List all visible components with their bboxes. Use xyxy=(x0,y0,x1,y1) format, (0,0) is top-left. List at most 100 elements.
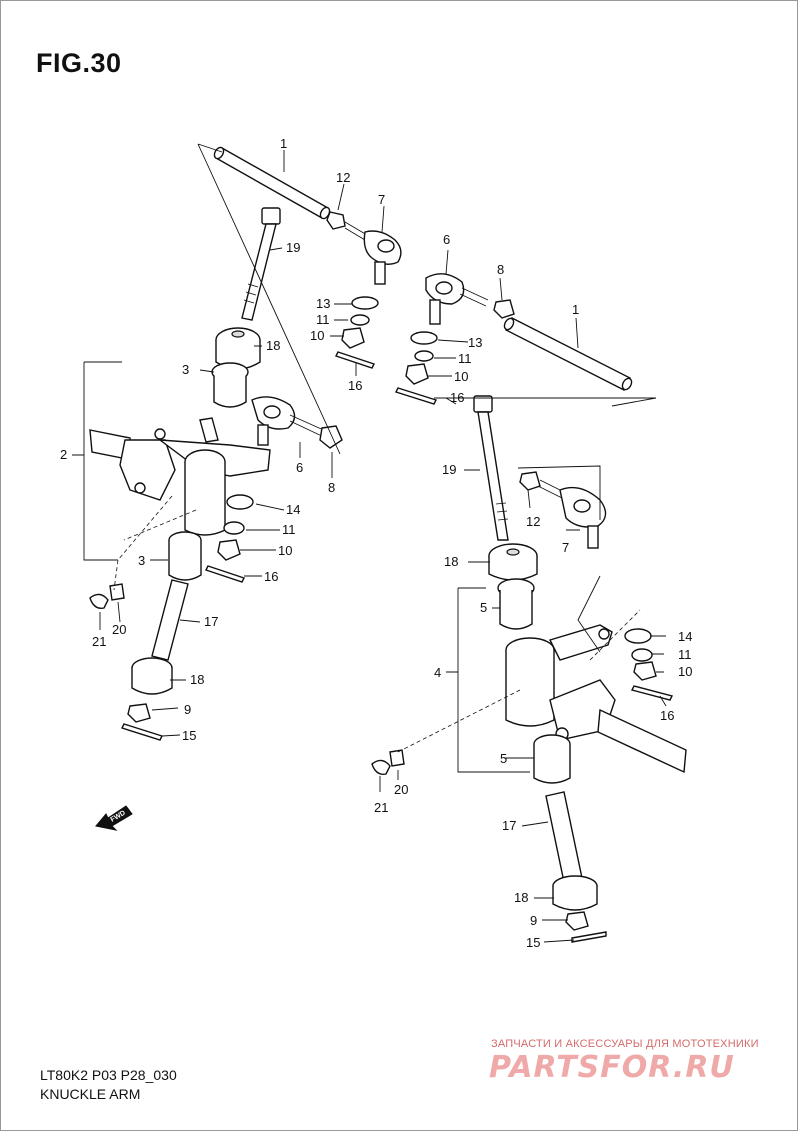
watermark-logo: PARTSFOR.RU xyxy=(489,1050,735,1085)
callout-12-right: 12 xyxy=(526,514,540,529)
bushing-18-upper-left xyxy=(215,327,261,370)
callout-18b-right: 18 xyxy=(514,890,528,905)
bushing-18-lower-right xyxy=(552,875,598,911)
diagram-code: LT80K2 P03 P28_030 xyxy=(40,1067,177,1083)
tie-rod-end-6-left xyxy=(251,396,329,446)
tie-rod-left xyxy=(213,146,331,220)
callout-3-left: 3 xyxy=(182,362,189,377)
callout-10-right: 10 xyxy=(454,369,468,384)
figure-title: FIG.30 xyxy=(36,48,122,78)
bushing-3-lower-left xyxy=(168,531,202,581)
callout-10-left: 10 xyxy=(310,328,324,343)
cotter-pin-16b-right xyxy=(630,685,674,701)
tie-rod-right xyxy=(503,317,633,391)
callout-11-left: 11 xyxy=(316,312,330,327)
callout-21-right: 21 xyxy=(374,800,388,815)
callout-13-right: 13 xyxy=(468,335,482,350)
callout-20-left: 20 xyxy=(112,622,126,637)
bolt-19-right xyxy=(473,395,509,541)
nut-8-right xyxy=(493,299,515,319)
callout-6-right: 6 xyxy=(443,232,450,247)
bolt-19-left xyxy=(241,207,281,321)
cap-21-right xyxy=(371,759,391,775)
nut-10b-left xyxy=(217,539,241,561)
callout-11b-right: 11 xyxy=(678,647,692,662)
callout-19-left: 19 xyxy=(286,240,300,255)
callout-3b-left: 3 xyxy=(138,553,145,568)
nut-10b-right xyxy=(633,661,657,681)
callout-14-left: 14 xyxy=(286,502,300,517)
callout-8-left: 8 xyxy=(328,480,335,495)
fwd-arrow-icon: FWD xyxy=(95,805,133,831)
washer-11b-right xyxy=(631,648,653,662)
callout-7-left: 7 xyxy=(378,192,385,207)
callout-11b-left: 11 xyxy=(282,522,296,537)
callout-17-left: 17 xyxy=(204,614,218,629)
diagram-name: KNUCKLE ARM xyxy=(40,1086,141,1102)
nut-12-right xyxy=(519,471,541,491)
washer-13-left xyxy=(351,296,379,310)
watermark-text: ЗАПЧАСТИ И АКСЕССУАРЫ ДЛЯ МОТОТЕХНИКИ xyxy=(491,1038,759,1050)
callout-21-left: 21 xyxy=(92,634,106,649)
callout-18b-left: 18 xyxy=(190,672,204,687)
callout-1-left: 1 xyxy=(280,136,287,151)
nut-10-left xyxy=(341,327,365,349)
callout-labels: 1 12 7 19 13 11 10 16 18 3 2 6 8 14 11 1… xyxy=(60,136,692,950)
callout-9-right: 9 xyxy=(530,913,537,928)
tie-rod-end-7-left xyxy=(344,221,402,285)
callout-4-right: 4 xyxy=(434,665,441,680)
callout-18-left: 18 xyxy=(266,338,280,353)
bushing-3-upper-left xyxy=(211,362,249,408)
callout-18-right: 18 xyxy=(444,554,458,569)
nut-10-right xyxy=(405,363,429,385)
bushing-18-upper-right xyxy=(488,543,538,581)
cotter-pin-15-right xyxy=(571,931,607,943)
washer-11-right xyxy=(414,350,434,362)
washer-13-right xyxy=(410,331,438,345)
callout-20-right: 20 xyxy=(394,782,408,797)
callout-17-right: 17 xyxy=(502,818,516,833)
callout-16-right: 16 xyxy=(450,390,464,405)
callout-15-right: 15 xyxy=(526,935,540,950)
bushing-5-lower-right xyxy=(533,734,571,784)
callout-11-right: 11 xyxy=(458,351,472,366)
nut-9-left xyxy=(127,703,151,723)
callout-6-left: 6 xyxy=(296,460,303,475)
callout-5b-right: 5 xyxy=(500,751,507,766)
knuckle-right xyxy=(505,624,687,774)
leader-lines xyxy=(72,143,667,943)
washer-14-left xyxy=(226,494,254,510)
nut-9-right xyxy=(565,911,589,931)
callout-10b-right: 10 xyxy=(678,664,692,679)
grease-nipple-20-right xyxy=(389,749,405,767)
washer-11-left xyxy=(350,314,370,326)
callout-1-right: 1 xyxy=(572,302,579,317)
kingpin-17-right xyxy=(545,791,583,883)
cotter-pin-16b-left xyxy=(205,565,245,583)
bushing-5-upper-right xyxy=(497,578,535,630)
kingpin-17-left xyxy=(151,579,189,661)
callout-10b-left: 10 xyxy=(278,543,292,558)
callout-8-right: 8 xyxy=(497,262,504,277)
callout-15-left: 15 xyxy=(182,728,196,743)
callout-16b-left: 16 xyxy=(264,569,278,584)
tie-rod-end-6-right xyxy=(425,273,489,325)
callout-13-left: 13 xyxy=(316,296,330,311)
cotter-pin-15-left xyxy=(121,723,163,741)
knuckle-left xyxy=(89,417,271,536)
callout-16-left: 16 xyxy=(348,378,362,393)
cotter-pin-16-left xyxy=(335,351,375,369)
nut-12-left xyxy=(326,211,346,230)
bushing-18-lower-left xyxy=(131,657,173,695)
callout-16b-right: 16 xyxy=(660,708,674,723)
washer-11b-left xyxy=(223,521,245,535)
washer-14-right xyxy=(624,628,652,644)
callout-14-right: 14 xyxy=(678,629,692,644)
callout-7-right: 7 xyxy=(562,540,569,555)
cap-21-left xyxy=(89,593,109,609)
cotter-pin-16-right xyxy=(395,387,437,405)
tie-rod-end-7-right xyxy=(537,479,607,549)
callout-19-right: 19 xyxy=(442,462,456,477)
